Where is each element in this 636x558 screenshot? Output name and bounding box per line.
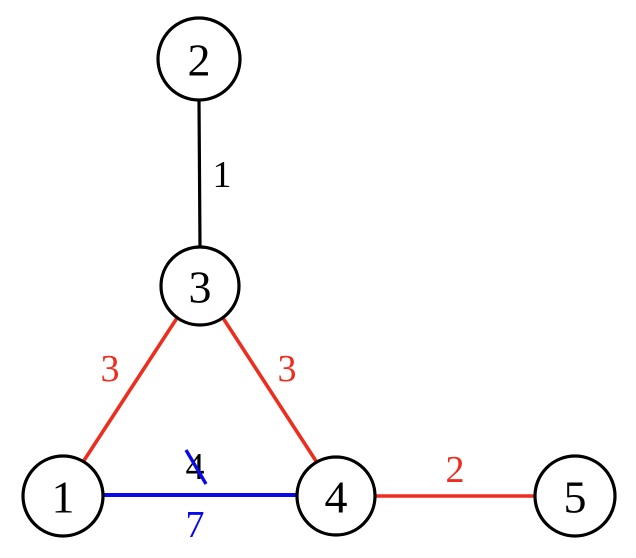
edge-1-3[interactable] [81, 317, 179, 463]
strikethrough-icon [184, 449, 208, 485]
edge-label-1-4-new-value: 7 [186, 504, 205, 546]
node-2-label: 2 [188, 35, 211, 86]
edge-label-3-4: 3 [278, 348, 297, 390]
node-1-circle[interactable] [21, 454, 105, 538]
node-5-label: 5 [564, 472, 587, 523]
edge-labels-layer: 1 3 3 2 4 7 [101, 154, 465, 546]
edge-3-4[interactable] [221, 317, 318, 462]
node-2[interactable]: 2 [156, 16, 242, 102]
node-4[interactable]: 4 [295, 455, 377, 537]
edge-label-1-3: 3 [101, 348, 120, 390]
node-1-label: 1 [52, 472, 75, 523]
edge-label-4-5: 2 [446, 449, 465, 491]
node-4-circle[interactable] [295, 455, 377, 537]
node-2-circle[interactable] [156, 16, 242, 102]
nodes-layer: 1 2 3 4 5 [21, 16, 617, 538]
node-5-circle[interactable] [533, 454, 617, 538]
edges-layer [81, 99, 535, 498]
node-3-label: 3 [189, 262, 212, 313]
edge-label-2-3: 1 [213, 154, 232, 196]
node-3[interactable]: 3 [159, 245, 241, 327]
edge-2-3[interactable] [197, 99, 202, 248]
node-1[interactable]: 1 [21, 454, 105, 538]
node-4-label: 4 [325, 472, 348, 523]
node-3-circle[interactable] [159, 245, 241, 327]
node-5[interactable]: 5 [533, 454, 617, 538]
